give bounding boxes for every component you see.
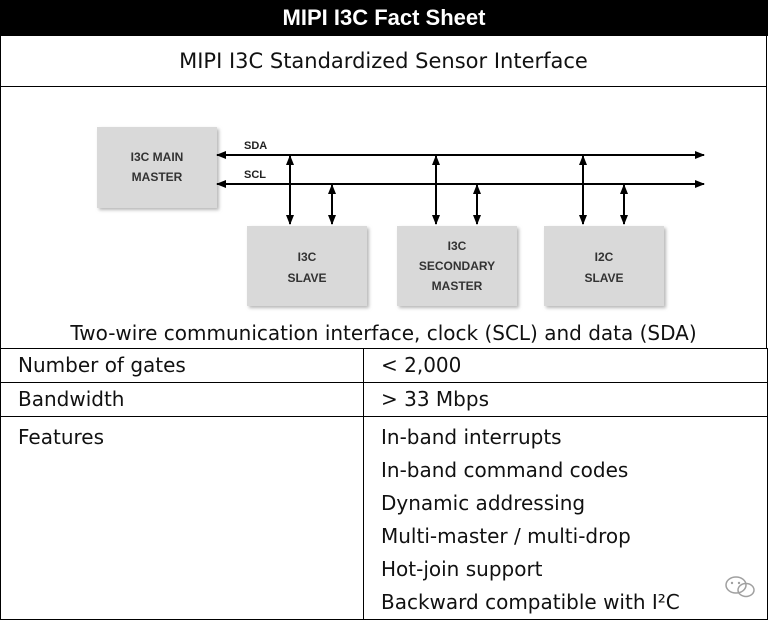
specs-table: Number of gates < 2,000 Bandwidth > 33 M… — [0, 348, 768, 620]
i3c-slave-label-2: SLAVE — [287, 271, 326, 285]
main-master-label-1: I3C MAIN — [131, 150, 184, 164]
i3c-slave-box: I3C SLAVE — [247, 226, 367, 306]
spec-value-bandwidth: > 33 Mbps — [363, 382, 768, 417]
table-row: Bandwidth > 33 Mbps — [0, 382, 768, 417]
secondary-master-label-2: SECONDARY — [419, 259, 495, 273]
i2c-slave-label-1: I2C — [595, 250, 614, 264]
spec-value-gates: < 2,000 — [363, 348, 768, 383]
feature-item: Multi-master / multi-drop — [381, 524, 631, 548]
table-row: Features In-band interrupts In-band comm… — [0, 416, 768, 620]
feature-item: In-band interrupts — [381, 425, 562, 449]
device-connectors — [286, 155, 628, 225]
spec-label-features: Features — [0, 416, 364, 620]
sda-line: SDA — [216, 140, 705, 159]
i2c-slave-box: I2C SLAVE — [544, 226, 664, 306]
i3c-slave-label-1: I3C — [298, 250, 317, 264]
main-master-rect — [97, 127, 217, 208]
secondary-master-label-1: I3C — [448, 239, 467, 253]
page-title: MIPI I3C Fact Sheet — [0, 0, 768, 36]
spec-label-gates: Number of gates — [0, 348, 364, 383]
diagram-caption: Two-wire communication interface, clock … — [70, 321, 697, 345]
table-row: Number of gates < 2,000 — [0, 348, 768, 383]
feature-item: Dynamic addressing — [381, 491, 586, 515]
features-label: Features — [18, 425, 104, 449]
wechat-icon — [722, 573, 762, 601]
sda-label: SDA — [244, 140, 267, 152]
spec-value-features: In-band interrupts In-band command codes… — [363, 416, 768, 620]
spec-label-bandwidth: Bandwidth — [0, 382, 364, 417]
scl-label: SCL — [244, 169, 266, 181]
secondary-master-label-3: MASTER — [432, 279, 483, 293]
feature-item: In-band command codes — [381, 458, 629, 482]
bus-diagram: I3C MAIN MASTER SDA SCL — [0, 87, 767, 349]
feature-item: Backward compatible with I²C — [381, 590, 680, 614]
bus-diagram-svg: I3C MAIN MASTER SDA SCL — [97, 127, 705, 306]
i2c-slave-label-2: SLAVE — [584, 271, 623, 285]
main-master-box: I3C MAIN MASTER — [97, 127, 217, 208]
i3c-secondary-master-box: I3C SECONDARY MASTER — [397, 226, 517, 306]
feature-item: Hot-join support — [381, 557, 543, 581]
main-master-label-2: MASTER — [132, 170, 183, 184]
subtitle: MIPI I3C Standardized Sensor Interface — [0, 36, 767, 87]
